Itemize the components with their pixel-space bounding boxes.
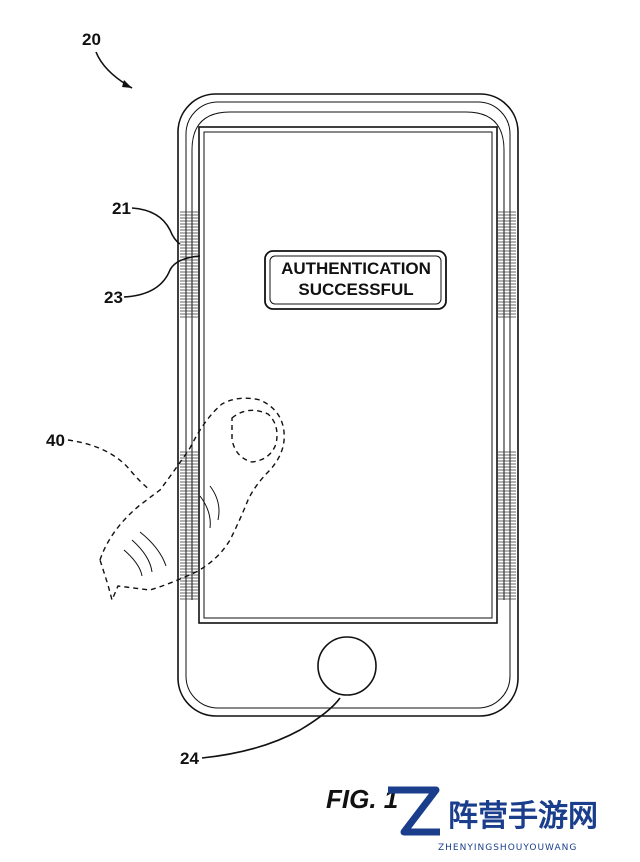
- watermark-title: 阵营手游网: [448, 799, 598, 834]
- user-finger: [99, 397, 285, 603]
- notification-box-outer: [264, 250, 447, 310]
- ref-label-20: 20: [82, 30, 101, 49]
- finger-crease-1: [209, 485, 220, 521]
- authentication-notification: AUTHENTICATION SUCCESSFUL: [264, 250, 447, 310]
- watermark: 阵营手游网 ZHENYINGSHOUYOUWANG: [388, 786, 598, 853]
- display-edge-shading-right: [498, 211, 516, 600]
- finger-crease-2: [199, 495, 211, 529]
- ref-leader-21: [131, 207, 181, 245]
- figure-caption: FIG. 1: [326, 784, 398, 814]
- finger-outline: [99, 397, 285, 603]
- ref-label-21: 21: [112, 199, 131, 218]
- phone-display-inner: [203, 131, 493, 619]
- phone-housing-outer: [177, 93, 519, 717]
- notification-line-2: SUCCESSFUL: [298, 280, 413, 299]
- watermark-subtitle: ZHENYINGSHOUYOUWANG: [438, 843, 577, 853]
- display-edge-shading-left: [180, 211, 198, 600]
- fingernail-outline: [231, 409, 278, 463]
- notification-box-inner: [269, 255, 442, 305]
- phone-display-outer: [198, 126, 498, 624]
- ref-arrowhead-20: [122, 80, 132, 88]
- home-button: [317, 636, 377, 696]
- phone-device: [177, 93, 519, 717]
- ref-label-23: 23: [104, 288, 123, 307]
- ref-label-40: 40: [46, 431, 65, 450]
- ref-leader-23: [123, 255, 201, 298]
- ref-leader-24: [201, 697, 341, 759]
- notification-line-1: AUTHENTICATION: [281, 259, 431, 278]
- ref-label-24: 24: [180, 749, 199, 768]
- phone-bezel-line: [191, 111, 505, 600]
- phone-housing-inner: [185, 101, 511, 709]
- ref-leader-40: [67, 439, 151, 491]
- watermark-logo: [388, 786, 440, 836]
- finger-crease-3: [139, 531, 167, 567]
- finger-crease-4: [131, 539, 153, 573]
- finger-crease-5: [123, 549, 143, 577]
